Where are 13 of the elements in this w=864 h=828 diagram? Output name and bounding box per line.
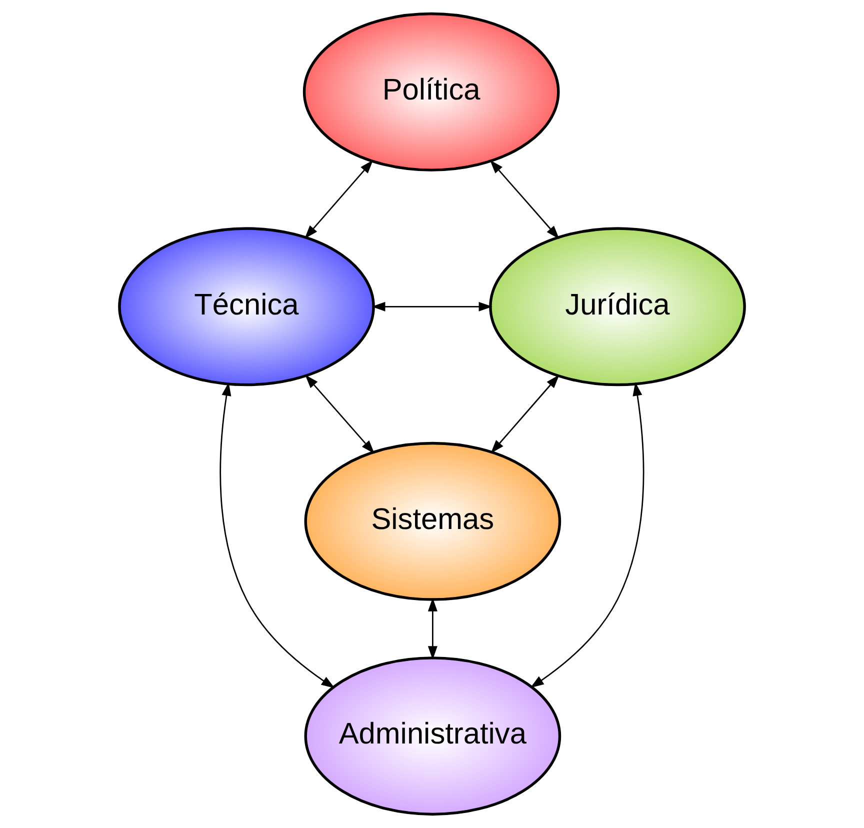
arrow: [530, 382, 644, 688]
node-ellipse: Jurídica: [489, 227, 746, 386]
arrow: [304, 160, 374, 239]
arrow: [490, 374, 560, 454]
arrow: [372, 302, 492, 312]
node-ellipse: Política: [302, 12, 560, 172]
node-ellipse: Técnica: [118, 227, 375, 386]
arrow: [305, 374, 375, 454]
arrow: [428, 598, 438, 660]
node-ellipse: Administrativa: [304, 656, 562, 816]
node-ellipse: Sistemas: [304, 442, 562, 601]
arrow: [220, 382, 335, 688]
arrow: [490, 160, 560, 240]
